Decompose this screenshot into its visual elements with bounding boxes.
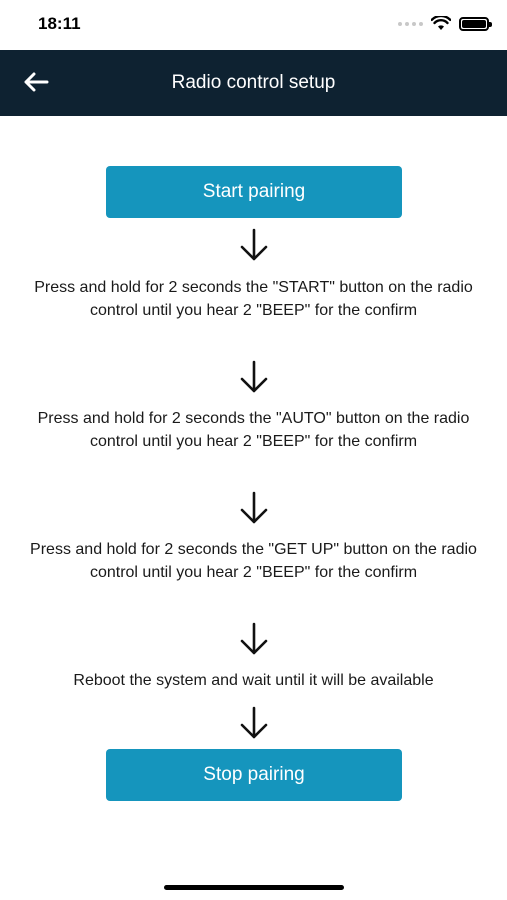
arrow-down-icon: [240, 706, 268, 739]
step-auto: Press and hold for 2 seconds the "AUTO" …: [37, 410, 470, 450]
arrow-down-icon: [240, 622, 268, 655]
step-start: Press and hold for 2 seconds the "START"…: [34, 279, 473, 319]
step-reboot: Reboot the system and wait until it will…: [73, 672, 434, 689]
wifi-icon: [431, 16, 451, 30]
home-indicator: [164, 885, 344, 890]
page-title: Radio control setup: [171, 72, 336, 93]
app-header: Radio control setup: [0, 50, 507, 116]
arrow-down-icon: [240, 360, 268, 393]
cellular-signal-icon: [398, 21, 423, 26]
back-button[interactable]: [14, 62, 58, 102]
arrow-down-icon: [240, 228, 268, 261]
status-bar: 18:11: [0, 0, 507, 50]
battery-icon: [459, 16, 492, 31]
arrow-left-icon: [24, 72, 49, 92]
arrow-down-icon: [240, 491, 268, 524]
stop-pairing-button[interactable]: Stop pairing: [106, 749, 402, 801]
start-pairing-button[interactable]: Start pairing: [106, 166, 402, 218]
step-get-up: Press and hold for 2 seconds the "GET UP…: [30, 541, 477, 581]
status-time: 18:11: [38, 14, 81, 33]
status-indicators: [398, 16, 492, 31]
